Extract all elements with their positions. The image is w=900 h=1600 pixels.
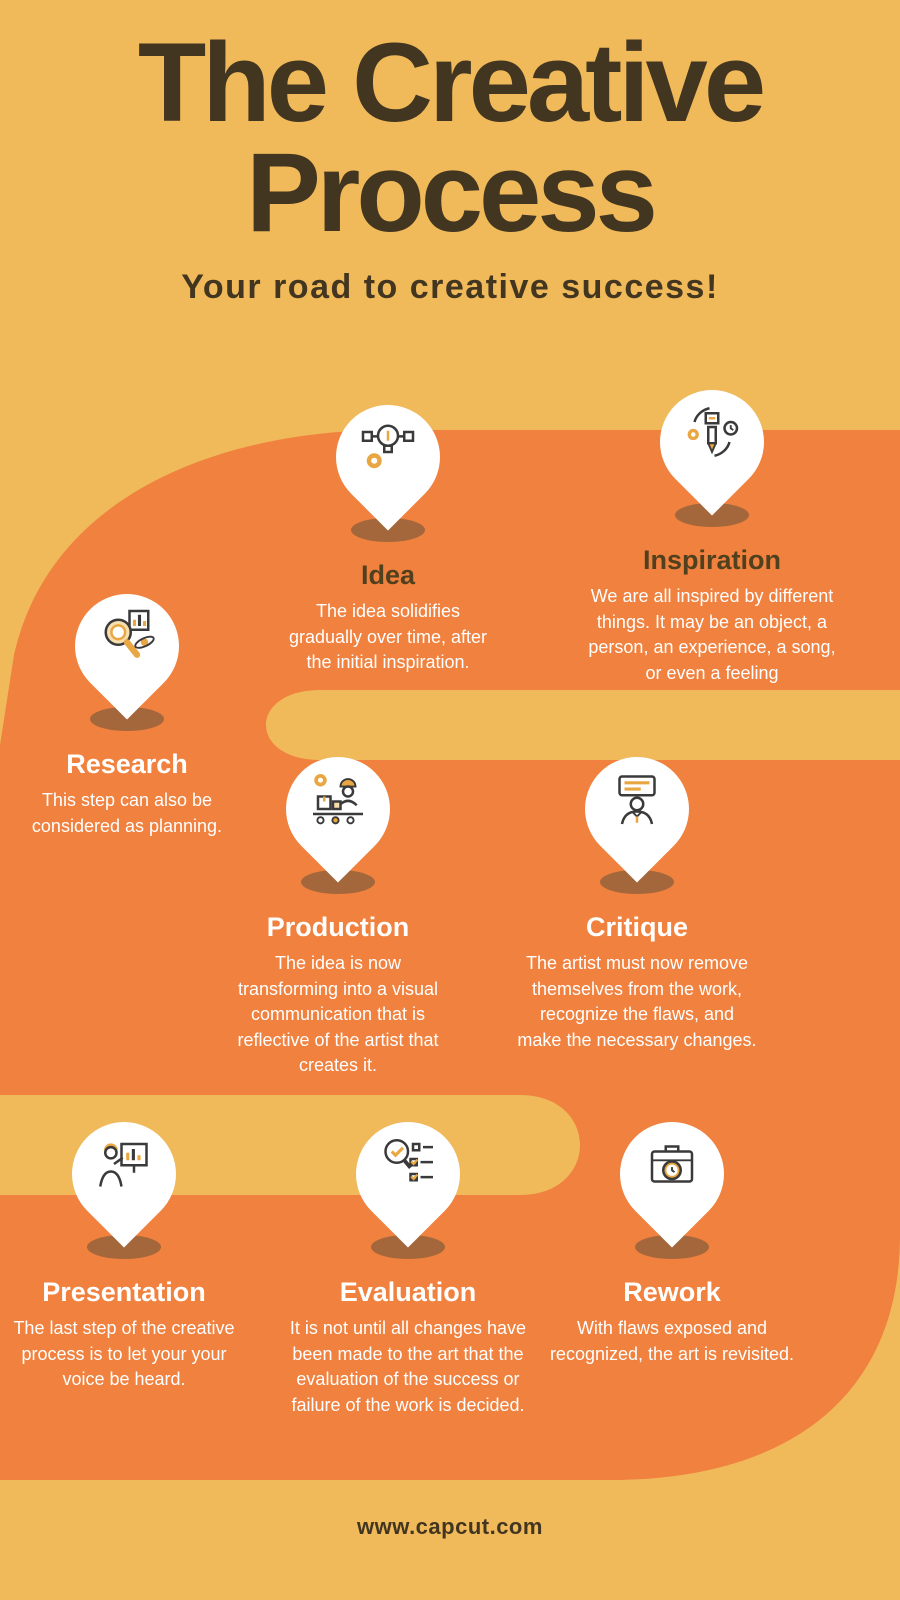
step-description: It is not until all changes have been ma… xyxy=(289,1318,527,1415)
step-presentation: Presentation The last step of the creati… xyxy=(9,1100,239,1393)
step-title: Presentation xyxy=(42,1277,206,1307)
footer-url: www.capcut.com xyxy=(357,1514,543,1539)
step-rework: Rework With flaws exposed and recognized… xyxy=(547,1100,797,1367)
step-inspiration: Inspiration We are all inspired by diffe… xyxy=(587,368,837,686)
step-description: The artist must now remove themselves fr… xyxy=(517,953,757,1050)
factory-worker-icon xyxy=(313,774,363,825)
map-pin-critique xyxy=(562,735,712,900)
briefcase-clock-icon xyxy=(650,1145,694,1183)
page-title-line1: The Creative xyxy=(137,20,766,145)
reviewer-board-icon xyxy=(618,775,656,825)
step-description: With flaws exposed and recognized, the a… xyxy=(549,1318,795,1364)
step-title: Rework xyxy=(623,1277,721,1307)
map-pin-production xyxy=(263,735,413,900)
step-title: Inspiration xyxy=(642,545,781,575)
map-pin-idea xyxy=(313,383,463,548)
step-evaluation: Evaluation It is not until all changes h… xyxy=(288,1100,528,1418)
step-title: Critique xyxy=(585,912,688,942)
lightbulb-gear-icon xyxy=(361,424,415,469)
map-pin-research xyxy=(52,572,202,737)
step-title: Research xyxy=(66,749,188,779)
step-idea: Idea The idea solidifies gradually over … xyxy=(288,383,488,676)
header: The Creative Process Your road to creati… xyxy=(0,20,900,307)
step-production: Production The idea is now transforming … xyxy=(228,735,448,1079)
magnifier-checklist-icon xyxy=(384,1139,433,1182)
map-pin-presentation xyxy=(49,1100,199,1265)
step-critique: Critique The artist must now remove them… xyxy=(517,735,757,1053)
map-pin-evaluation xyxy=(333,1100,483,1265)
magnifier-chart-icon xyxy=(104,609,155,658)
page-subtitle: Your road to creative success! xyxy=(181,267,719,306)
step-research: Research This step can also be considere… xyxy=(17,572,237,839)
step-title: Evaluation xyxy=(339,1277,477,1307)
step-description: The idea is now transforming into a visu… xyxy=(237,953,439,1076)
pencil-cycle-icon xyxy=(687,407,739,457)
step-description: The idea solidifies gradually over time,… xyxy=(288,601,488,673)
step-description: This step can also be considered as plan… xyxy=(31,790,223,836)
presenter-whiteboard-icon xyxy=(99,1142,148,1187)
step-title: Idea xyxy=(360,560,416,590)
map-pin-rework xyxy=(597,1100,747,1265)
page-title-line2: Process xyxy=(246,129,658,255)
step-description: We are all inspired by different things.… xyxy=(588,586,836,683)
map-pin-inspiration xyxy=(637,368,787,533)
step-title: Production xyxy=(266,912,410,942)
step-description: The last step of the creative process is… xyxy=(13,1318,235,1390)
